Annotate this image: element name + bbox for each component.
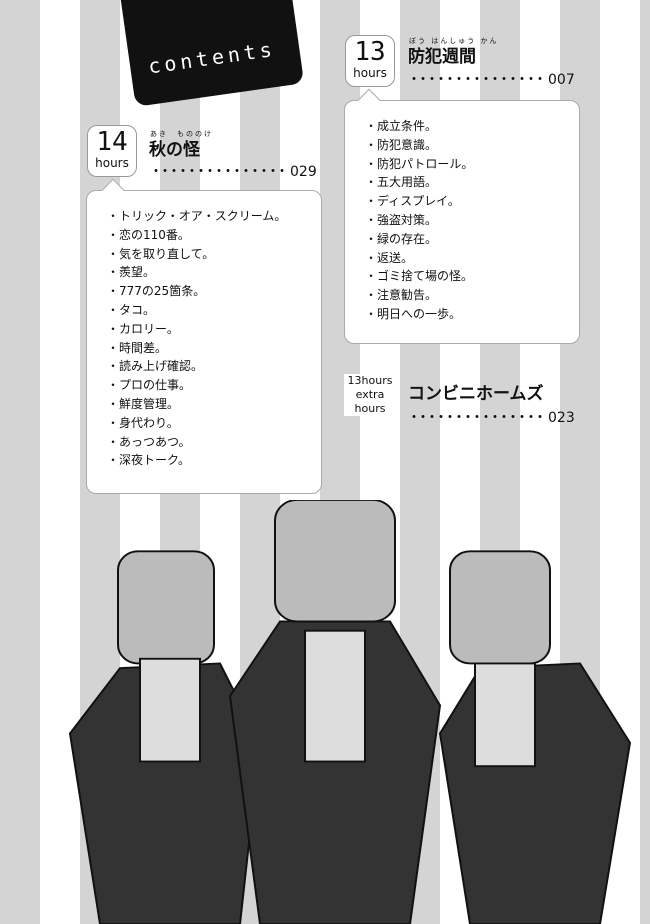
episode-item[interactable]: 恋の110番。 xyxy=(107,226,301,245)
episode-item[interactable]: 読み上げ確認。 xyxy=(107,357,301,376)
chapter14-page[interactable]: 029 xyxy=(290,164,317,180)
chapter13-unit: hours xyxy=(353,66,387,80)
chapter14-episode-list: トリック・オア・スクリーム。恋の110番。気を取り直して。羨望。777の25箇条… xyxy=(107,207,301,470)
leader-dots: ・・・・・・・・・・・・・・・ xyxy=(149,164,289,180)
episode-item[interactable]: あっつあつ。 xyxy=(107,433,301,452)
figure-left xyxy=(68,550,262,924)
chapter13-hours-box: 13 hours xyxy=(345,35,395,87)
chapter13-title[interactable]: 防犯週間 xyxy=(408,47,476,67)
episode-item[interactable]: タコ。 xyxy=(107,301,301,320)
episode-item[interactable]: 緑の存在。 xyxy=(365,230,559,249)
episode-item[interactable]: 身代わり。 xyxy=(107,414,301,433)
chapter14-ruby: あき もののけ xyxy=(150,130,213,138)
chapter14-title[interactable]: 秋の怪 xyxy=(149,140,200,160)
extra-line2: extra xyxy=(355,388,385,401)
chapter13-number: 13 xyxy=(354,37,386,67)
extra-line3: hours xyxy=(354,402,386,415)
episode-item[interactable]: 強盗対策。 xyxy=(365,211,559,230)
episode-item[interactable]: 防犯パトロール。 xyxy=(365,155,559,174)
extra-page[interactable]: 023 xyxy=(548,410,575,426)
extra-leader: ・・・・・・・・・・・・・・・023 xyxy=(407,410,575,427)
chapter14-unit: hours xyxy=(95,156,129,170)
episode-item[interactable]: カロリー。 xyxy=(107,320,301,339)
chapter14-number: 14 xyxy=(96,127,128,157)
extra-label: 13hours extra hours xyxy=(344,374,396,416)
episode-item[interactable]: ディスプレイ。 xyxy=(365,192,559,211)
figure-middle xyxy=(228,500,442,924)
episode-item[interactable]: 深夜トーク。 xyxy=(107,451,301,470)
extra-title[interactable]: コンビニホームズ xyxy=(408,384,544,404)
episode-item[interactable]: 成立条件。 xyxy=(365,117,559,136)
chapter13-ruby: ぼう はんしゅう かん xyxy=(409,37,499,45)
chapter13-leader: ・・・・・・・・・・・・・・・007 xyxy=(407,72,575,89)
episode-item[interactable]: 鮮度管理。 xyxy=(107,395,301,414)
contents-label: contents xyxy=(146,36,278,79)
leader-dots: ・・・・・・・・・・・・・・・ xyxy=(407,410,547,426)
leader-dots: ・・・・・・・・・・・・・・・ xyxy=(407,72,547,88)
chapter14-leader: ・・・・・・・・・・・・・・・029 xyxy=(149,164,317,181)
episode-item[interactable]: 羨望。 xyxy=(107,263,301,282)
chapter14-hours-box: 14 hours xyxy=(87,125,137,177)
episode-item[interactable]: トリック・オア・スクリーム。 xyxy=(107,207,301,226)
episode-item[interactable]: 時間差。 xyxy=(107,339,301,358)
episode-item[interactable]: 気を取り直して。 xyxy=(107,245,301,264)
three-basket-hat-figures-illustration xyxy=(68,500,632,924)
chapter13-episode-panel: 成立条件。防犯意識。防犯パトロール。五大用語。ディスプレイ。強盗対策。緑の存在。… xyxy=(344,88,580,344)
episode-item[interactable]: プロの仕事。 xyxy=(107,376,301,395)
contents-header-block: contents xyxy=(118,0,305,107)
chapter13-episode-list: 成立条件。防犯意識。防犯パトロール。五大用語。ディスプレイ。強盗対策。緑の存在。… xyxy=(365,117,559,324)
episode-item[interactable]: 防犯意識。 xyxy=(365,136,559,155)
episode-item[interactable]: 返送。 xyxy=(365,249,559,268)
episode-item[interactable]: 777の25箇条。 xyxy=(107,282,301,301)
episode-item[interactable]: ゴミ捨て場の怪。 xyxy=(365,267,559,286)
episode-item[interactable]: 注意勧告。 xyxy=(365,286,559,305)
extra-line1: 13hours xyxy=(347,374,393,387)
figure-right xyxy=(438,550,632,924)
chapter13-page[interactable]: 007 xyxy=(548,72,575,88)
episode-item[interactable]: 五大用語。 xyxy=(365,173,559,192)
episode-item[interactable]: 明日への一歩。 xyxy=(365,305,559,324)
chapter14-episode-panel: トリック・オア・スクリーム。恋の110番。気を取り直して。羨望。777の25箇条… xyxy=(86,178,322,494)
